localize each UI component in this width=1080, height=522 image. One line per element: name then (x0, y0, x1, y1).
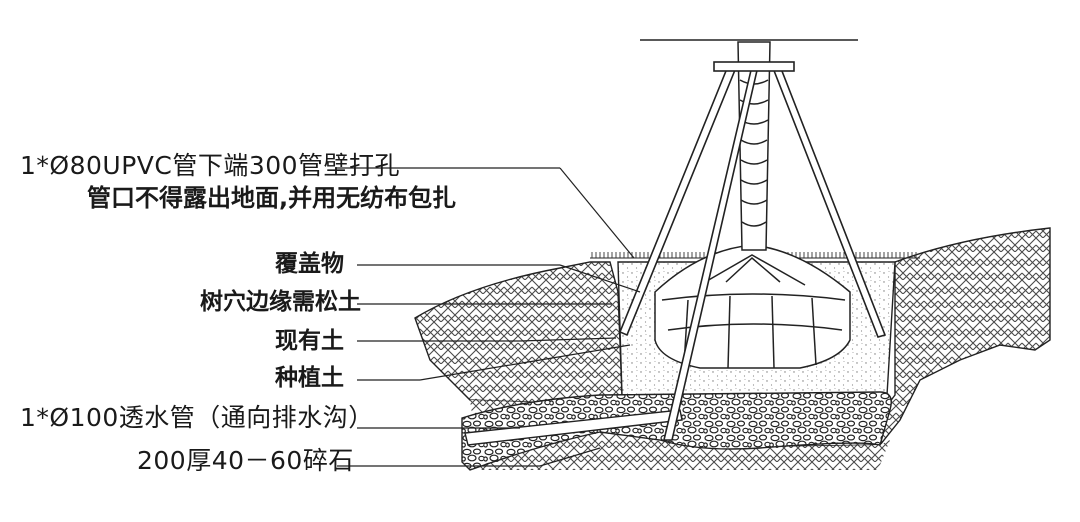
label-existing-soil: 现有土 (275, 328, 344, 354)
existing-soil-left (414, 261, 623, 406)
drain-pipe (464, 409, 683, 446)
gravel-layer (461, 391, 892, 471)
label-drain-pipe: 1*Ø100透水管（通向排水沟） (20, 403, 374, 432)
leader-lines (335, 167, 641, 467)
label-planting-soil: 种植土 (275, 365, 344, 391)
label-mulch: 覆盖物 (275, 251, 344, 277)
label-loose-soil: 树穴边缘需松土 (200, 289, 361, 315)
label-gravel: 200厚40－60碎石 (137, 446, 354, 475)
support-stakes (618, 61, 887, 441)
label-pipe-title: 1*Ø80UPVC管下端300管壁打孔 (20, 151, 401, 180)
label-pipe-note: 管口不得露出地面,并用无纺布包扎 (87, 184, 457, 212)
